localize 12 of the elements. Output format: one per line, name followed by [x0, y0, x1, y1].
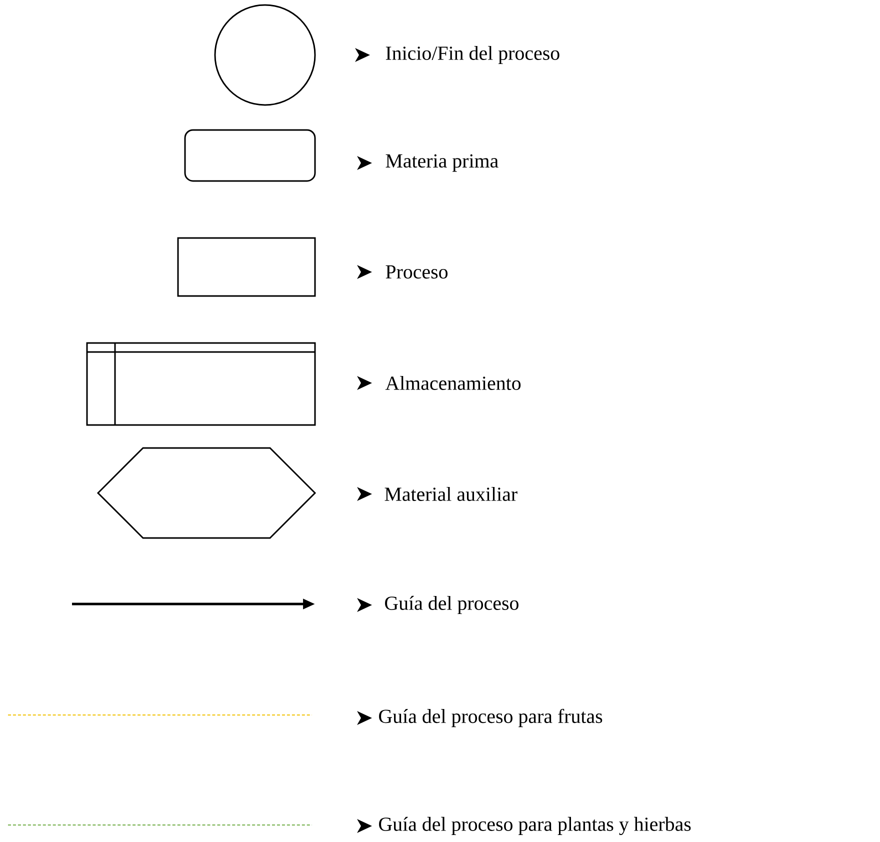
legend-text: Materia prima: [386, 154, 498, 172]
legend-text: Guía del proceso para frutas: [379, 708, 602, 728]
legend-text: Almacenamiento: [385, 376, 521, 390]
circle-symbol: [214, 4, 316, 106]
legend-text: Guía del proceso para plantas y hierbas: [379, 816, 691, 836]
storage-symbol: [86, 342, 316, 426]
legend-text: Proceso: [386, 265, 448, 279]
legend-text: Inicio/Fin del proceso: [386, 46, 560, 64]
legend-text: Material auxiliar: [384, 486, 518, 501]
box-symbol: [177, 237, 316, 297]
rounded-box-symbol: [184, 129, 316, 182]
legend-text: Guía del proceso: [385, 596, 518, 614]
